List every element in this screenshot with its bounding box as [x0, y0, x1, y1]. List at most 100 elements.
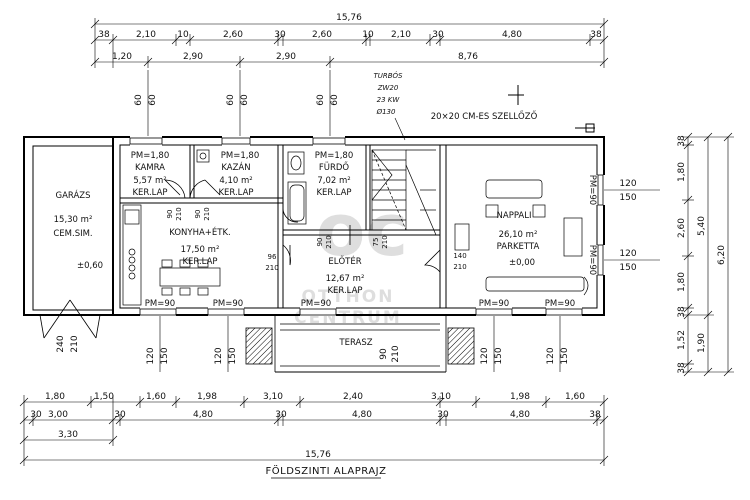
level-garage: ±0,60 — [77, 261, 103, 271]
boiler-note-line: TURBÓS — [373, 71, 403, 80]
bathroom-pm: PM=1,80 — [315, 151, 354, 161]
opening-dim: 60 — [226, 94, 236, 106]
kitchen-floor: KER.LAP — [182, 257, 217, 267]
dim-label: 1,90 — [697, 333, 707, 353]
boiler-note-line: Ø130 — [376, 108, 396, 116]
boiler-room-area: 4,10 m² — [219, 176, 252, 186]
top-dimension-labels: 15,76 38 2,10 10 2,60 30 2,60 10 2,10 30… — [98, 13, 602, 62]
level-living: ±0,00 — [509, 258, 535, 268]
door-dim: 75 — [372, 238, 380, 247]
overall-width-bottom: 15,76 — [305, 450, 331, 460]
kitchen-area: 17,50 m² — [181, 245, 220, 255]
living-floor: PARKETTA — [497, 242, 540, 252]
door-dim: 210 — [325, 235, 333, 248]
dim-label: 1,60 — [146, 392, 166, 402]
top-dimensions — [90, 18, 609, 68]
bathroom-floor: KER.LAP — [316, 188, 351, 198]
pantry-label: KAMRA — [135, 163, 165, 173]
dim-label: 1,98 — [510, 392, 530, 402]
dim-label: 2,90 — [183, 52, 203, 62]
dim-label: 10 — [177, 30, 189, 40]
top-opening-dims: 60 60 60 60 60 60 — [134, 70, 340, 136]
doors — [39, 179, 441, 339]
dim-label: 3,10 — [431, 392, 451, 402]
dim-label: 30 — [275, 410, 287, 420]
dim-label: 3,00 — [48, 410, 68, 420]
opening-dim: 120 — [619, 249, 636, 259]
dim-label: 38 — [589, 410, 601, 420]
opening-dim: 120 — [619, 179, 636, 189]
terrace-label: TERASZ — [338, 338, 372, 348]
opening-dim: 120 — [214, 347, 224, 364]
dim-label: 2,10 — [391, 30, 411, 40]
opening-dim: 60 — [316, 94, 326, 106]
dim-label: 2,60 — [677, 218, 687, 238]
dim-label: 38 — [677, 135, 687, 147]
dim-label: 2,40 — [343, 392, 363, 402]
windows — [129, 137, 604, 316]
overall-width-top: 15,76 — [336, 13, 362, 23]
bottom-dimensions — [19, 395, 609, 466]
pantry-area: 5,57 m² — [133, 176, 166, 186]
door-dim: 90 — [194, 210, 202, 219]
terrace — [245, 316, 475, 373]
bottom-opening-dims: 120 150 120 150 90 210 120 150 120 150 2… — [56, 316, 570, 372]
window-label: PM=90 — [145, 299, 175, 309]
boiler-room-label: KAZÁN — [221, 161, 250, 173]
dim-label: 2,10 — [136, 30, 156, 40]
window-labels: PM=90 PM=90 PM=90 PM=90 PM=90 PM=90 PM=9… — [145, 175, 597, 309]
window-label: PM=90 — [587, 245, 597, 275]
plan-title: FÖLDSZINTI ALAPRAJZ — [266, 464, 387, 477]
pantry-floor: KER.LAP — [132, 188, 167, 198]
opening-dim: 120 — [146, 347, 156, 364]
dim-label: 2,60 — [312, 30, 332, 40]
opening-dim: 120 — [546, 347, 556, 364]
opening-dim: 60 — [240, 94, 250, 106]
window-label: PM=90 — [545, 299, 575, 309]
opening-dim: 150 — [228, 347, 238, 364]
dim-label: 1,20 — [112, 52, 132, 62]
window-label: PM=90 — [479, 299, 509, 309]
right-dimension-labels: 38 1,80 2,60 1,80 38 1,52 38 5,40 1,90 6… — [677, 135, 727, 374]
door-dim: 210 — [381, 235, 389, 248]
dim-label: 4,80 — [352, 410, 372, 420]
dim-label: 1,98 — [197, 392, 217, 402]
vent-symbol — [508, 85, 595, 133]
furniture — [122, 149, 589, 306]
right-opening-dims: 120 150 120 150 — [604, 179, 660, 273]
dim-label: 1,80 — [677, 162, 687, 182]
boiler-note: TURBÓS ZW20 23 KW Ø130 — [373, 71, 406, 141]
boiler-note-line: ZW20 — [377, 84, 399, 92]
boiler-room-pm: PM=1,80 — [221, 151, 260, 161]
hall-floor: KER.LAP — [327, 286, 362, 296]
dim-label: 1,50 — [94, 392, 114, 402]
dim-label: 30 — [432, 30, 444, 40]
window-label: PM=90 — [213, 299, 243, 309]
opening-dim: 60 — [134, 94, 144, 106]
bathroom-area: 7,02 m² — [317, 176, 350, 186]
opening-dim: 150 — [160, 347, 170, 364]
window-label: PM=90 — [587, 175, 597, 205]
dim-label: 3,10 — [263, 392, 283, 402]
dim-label: 30 — [30, 410, 42, 420]
dim-label: 1,80 — [677, 272, 687, 292]
door-dim: 90 — [166, 210, 174, 219]
dim-label: 30 — [114, 410, 126, 420]
opening-dim: 90 — [379, 348, 389, 360]
window-label: PM=90 — [301, 299, 331, 309]
door-dim: 90 — [316, 238, 324, 247]
opening-dim: 150 — [619, 193, 636, 203]
dim-label: 5,40 — [697, 216, 707, 236]
dim-label: 30 — [437, 410, 449, 420]
door-dim: 210 — [453, 263, 466, 271]
door-dim: 140 — [453, 252, 466, 260]
door-dim: 210 — [265, 264, 278, 272]
opening-dim: 120 — [480, 347, 490, 364]
dim-label: 38 — [590, 30, 602, 40]
dim-label: 10 — [362, 30, 374, 40]
garage-label: GARÁZS — [56, 189, 91, 201]
hall-label: ELŐTÉR — [328, 255, 361, 267]
opening-dim: 60 — [330, 94, 340, 106]
living-area: 26,10 m² — [499, 230, 538, 240]
